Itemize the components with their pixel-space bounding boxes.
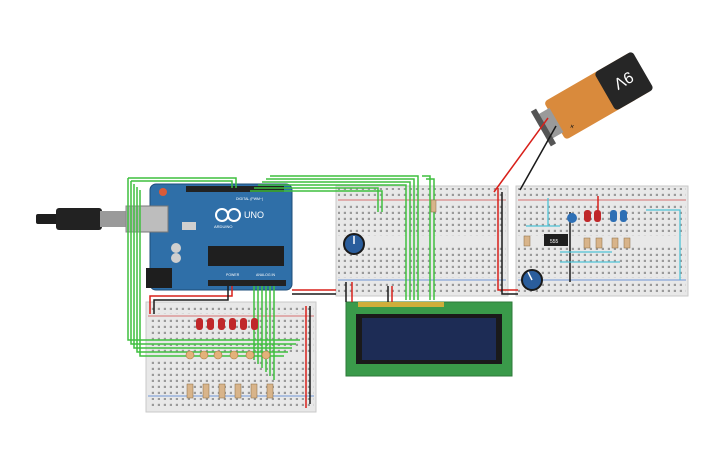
reset-button[interactable] bbox=[159, 188, 167, 196]
resistor-middle bbox=[430, 199, 437, 213]
battery-plus: + bbox=[568, 121, 577, 131]
potentiometer-knob-icon-2[interactable] bbox=[521, 269, 543, 291]
board-model: UNO bbox=[244, 210, 264, 220]
breadboard-middle[interactable] bbox=[335, 185, 509, 297]
resistor-row-right bbox=[523, 235, 631, 249]
digital-header bbox=[186, 186, 284, 192]
lcd-screen bbox=[362, 318, 496, 360]
photoresistor-row bbox=[185, 350, 271, 360]
analog-header-label: ANALOG IN bbox=[256, 273, 276, 277]
right-leds bbox=[567, 210, 627, 223]
lcd-16x2-module[interactable] bbox=[345, 301, 513, 377]
power-analog-header bbox=[208, 280, 286, 286]
resistor-row-left bbox=[186, 383, 274, 399]
digital-header-label: DIGITAL (PWM~) bbox=[236, 197, 263, 201]
arduino-uno-board[interactable]: UNO ARDUINO DIGITAL (PWM~) POWER ANALOG … bbox=[139, 183, 293, 291]
power-wires bbox=[149, 117, 599, 408]
red-led-row bbox=[196, 318, 258, 330]
arduino-logo-icon bbox=[215, 208, 241, 222]
timer-555-chip[interactable] bbox=[544, 234, 568, 246]
potentiometer-knob-icon[interactable] bbox=[343, 233, 365, 255]
atmega-chip bbox=[208, 246, 284, 266]
board-brand: ARDUINO bbox=[214, 224, 232, 229]
power-header-label: POWER bbox=[226, 273, 240, 277]
battery-9v[interactable]: 9V + bbox=[530, 51, 654, 148]
cyan-wires bbox=[526, 198, 681, 280]
usb-port[interactable] bbox=[139, 205, 169, 233]
power-jack[interactable] bbox=[146, 268, 172, 288]
timer-chip-label: 555 bbox=[550, 239, 559, 245]
lcd-pin-header bbox=[358, 302, 444, 307]
